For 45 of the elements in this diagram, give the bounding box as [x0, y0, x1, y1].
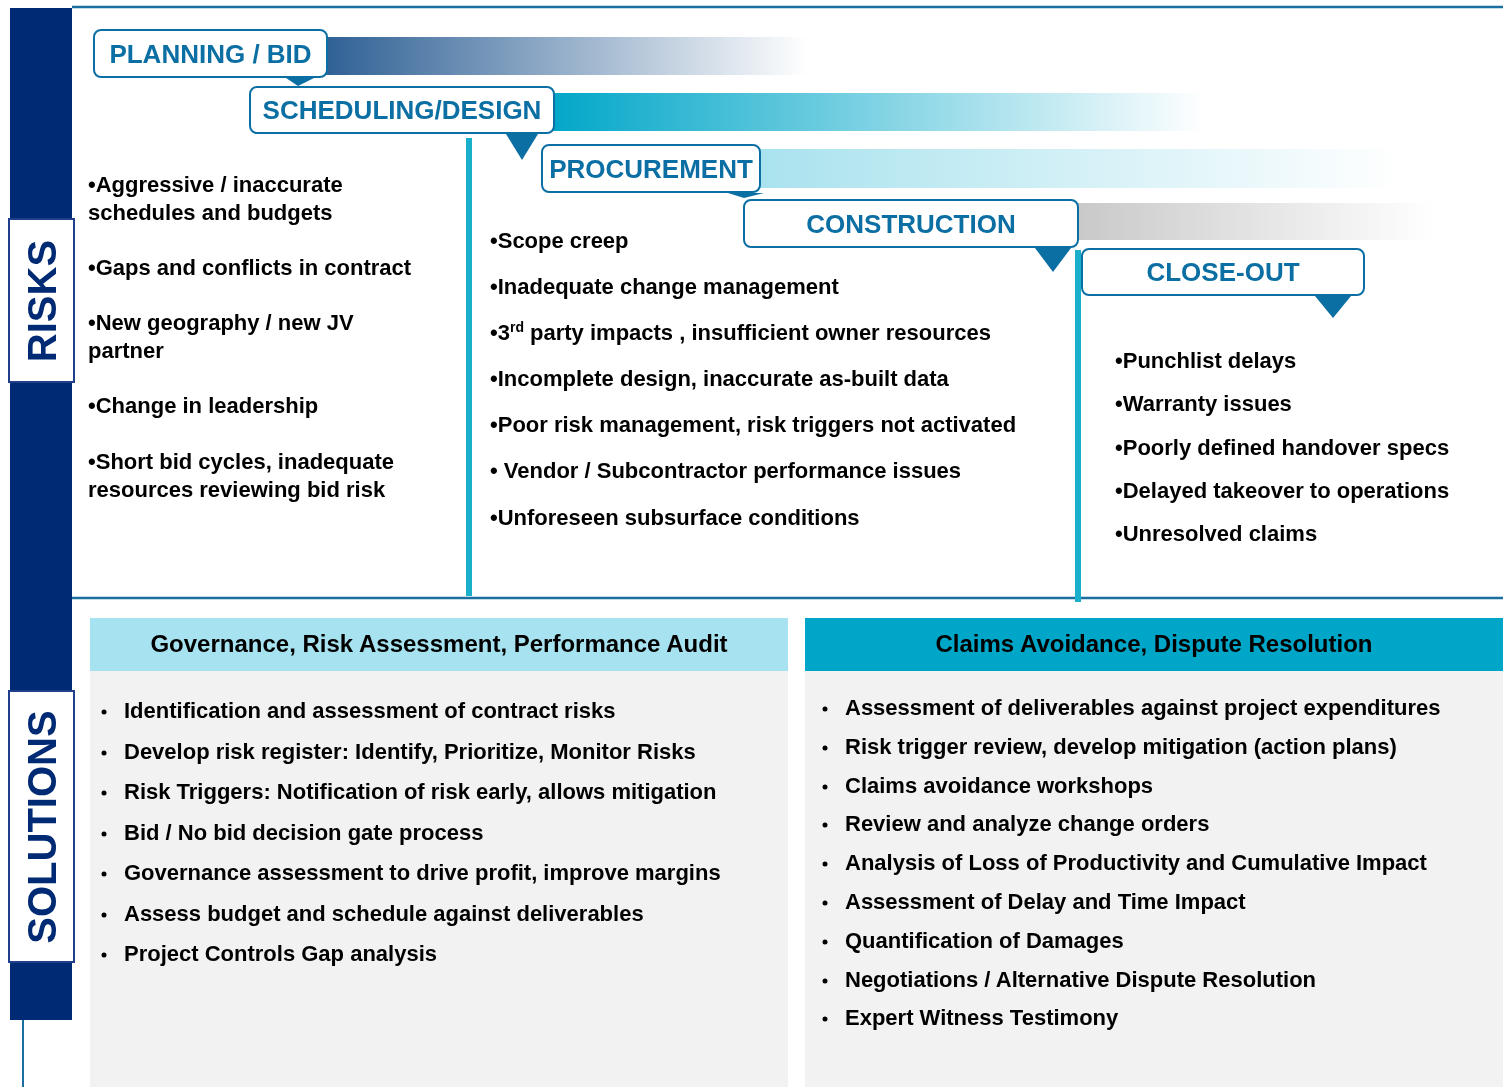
bullet-text: Quantification of Damages — [845, 927, 1124, 954]
bullet-text: Develop risk register: Identify, Prioritize, Monitor Risks — [124, 738, 696, 765]
panel-heading: Governance, Risk Assessment, Performance Audit — [149, 630, 729, 658]
risk-item: •Short bid cycles, inadequate resources reviewing bid risk — [88, 448, 395, 503]
risk-item: •Change in leadership — [88, 392, 320, 420]
risk-item: •Unresolved claims — [1115, 520, 1318, 548]
risk-item: •Warranty issues — [1115, 390, 1292, 418]
bullet-text: Governance assessment to drive profit, improve margins — [124, 860, 721, 886]
risk-item: •Gaps and conflicts in contract — [88, 254, 413, 282]
phase-label: CONSTRUCTION — [806, 208, 1016, 239]
bullet-text: Assessment of Delay and Time Impact — [845, 889, 1246, 915]
bullet-text: Expert Witness Testimony — [845, 1005, 1119, 1032]
panel-heading: Claims Avoidance, Dispute Resolution — [934, 630, 1374, 658]
section-label-box — [8, 218, 75, 383]
risk-item: •New geography / new JV partner — [88, 309, 355, 364]
risk-item: •Incomplete design, inaccurate as-built data — [490, 365, 949, 393]
bullet-text: Assess budget and schedule against deliverables — [124, 900, 644, 927]
phase-label: PLANNING / BID — [109, 38, 312, 69]
phase-label: SCHEDULING/DESIGN — [262, 95, 542, 125]
section-label: SOLUTIONS — [19, 709, 64, 944]
bullet-text: Bid / No bid decision gate process — [124, 819, 484, 846]
phase-label: CLOSE-OUT — [1146, 257, 1300, 287]
bullet-text: Claims avoidance workshops — [845, 772, 1154, 799]
risk-item: •Poor risk management, risk triggers not activated — [490, 411, 1017, 439]
bullet-text: Risk trigger review, develop mitigation (action plans) — [845, 733, 1397, 760]
risk-item: •Punchlist delays — [1115, 347, 1297, 375]
risk-item: •Aggressive / inaccurate schedules and budgets — [88, 171, 344, 226]
risk-item: •Inadequate change management — [490, 273, 839, 301]
phase-callout — [1081, 248, 1365, 296]
bullet-text: Identification and assessment of contract risks — [124, 698, 616, 724]
risk-item: •Delayed takeover to operations — [1115, 477, 1450, 505]
bullet-text: Analysis of Loss of Productivity and Cumulative Impact — [845, 850, 1427, 877]
risk-item: • Vendor / Subcontractor performance issues — [490, 457, 962, 485]
risk-item: •Scope creep — [490, 227, 629, 255]
section-label: RISKS — [19, 239, 64, 362]
risk-item: •Unforeseen subsurface conditions — [490, 504, 860, 532]
bullet-text: Assessment of deliverables against project expenditures — [845, 695, 1441, 721]
bullet-text: Negotiations / Alternative Dispute Resolution — [845, 966, 1316, 993]
bullet-text: Review and analyze change orders — [845, 811, 1210, 838]
risk-item: •Poorly defined handover specs — [1115, 434, 1450, 462]
bullet-text: Risk Triggers: Notification of risk early, allows mitigation — [124, 779, 717, 805]
risk-item: •3$^{rd}$ party impacts , insufficient owner resources — [490, 319, 991, 347]
bullet-text: Project Controls Gap analysis — [124, 941, 437, 967]
phase-label: PROCUREMENT — [549, 153, 753, 184]
section-label-box — [8, 690, 75, 963]
